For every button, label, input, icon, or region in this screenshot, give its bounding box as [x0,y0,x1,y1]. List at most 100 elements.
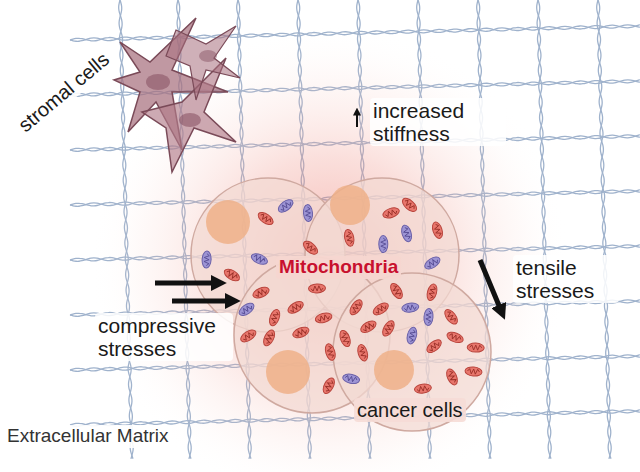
mitochondrion-body [276,197,295,214]
mitochondrion-cristae [304,242,316,254]
mitochondrion-body [308,283,325,293]
mitochondrion-cristae [381,238,386,250]
tensile-arrow [480,260,500,308]
mitochondrion [267,308,281,327]
mitochondrion-cristae [417,385,430,392]
mitochondrion-body [425,337,444,355]
mitochondrion-cristae [253,254,266,263]
mitochondrion-cristae [447,370,456,383]
mitochondrion [301,239,320,257]
mitochondrion-body [261,328,277,347]
mitochondrion-body [338,329,352,348]
mitochondrion [446,330,465,344]
mitochondrion-body [291,325,310,340]
mitochondrion-cristae [259,213,272,224]
mitochondrion-cristae [383,322,393,335]
mitochondrion [314,311,333,324]
stromal-cell [142,58,236,172]
mitochondrion-cristae [404,304,417,311]
mitochondrion [342,373,360,385]
mitochondrion-body [400,224,414,243]
stromal-nucleus [199,50,217,62]
tensile-label: tensile stresses [513,255,619,303]
mitochondrion [405,326,418,345]
mitochondrion-body [222,267,241,283]
mitochondrion [308,283,325,293]
mitochondrion-body [425,283,438,302]
mitochondrion-cristae [289,302,302,312]
mitochondrion [251,285,270,300]
mitochondrion-body [400,196,419,214]
mitochondrion-body [423,308,433,326]
mitochondrion [414,383,432,394]
mitochondrion [256,210,275,227]
mitochondrion-cristae [391,285,402,298]
mitochondrion-cristae [346,231,353,244]
mitochondrion-cristae [374,304,387,315]
mitochondrion-cristae [341,332,350,345]
mitochondrion-cristae [242,331,255,342]
mitochondrion-cristae [305,207,311,219]
mitochondrion-body [382,206,401,220]
mitochondrion-cristae [351,301,362,314]
mitochondrion-cristae [449,333,462,342]
mitochondrion-body [431,221,445,240]
mitochondrion [237,301,256,318]
stiffness-arrow [356,114,358,127]
mitochondrion [356,343,369,362]
cell-nucleus [374,350,414,390]
mitochondrion-body [465,366,483,376]
mitochondrion-body [324,343,338,362]
mitochondrion [423,255,442,272]
cancer-cell-group [191,178,491,431]
mitochondrion [388,281,405,300]
mitochondrion-cristae [294,328,307,337]
mitochondrion [359,319,378,335]
mitochondrion-cristae [385,209,398,218]
mitochondrion-cristae [317,314,330,322]
mitochondrion-body [202,251,212,268]
mitochondrion-cristae [467,368,479,374]
mitochondrion-body [359,319,378,335]
mitochondrion [261,328,277,347]
mitochondrion [379,236,388,253]
mitochondrion-cristae [445,311,456,324]
mitochondrion [303,204,313,222]
mitochondrion-body [405,326,418,345]
mitochondrion-body [356,343,369,362]
mitochondrion-body [380,319,396,338]
cell-nucleus [206,200,250,244]
mitochondrion [371,300,390,317]
mitochondrion-cristae [428,286,436,299]
mitochondrion-body [321,376,337,395]
mitochondrion-cristae [270,311,279,324]
mitochondrion-cristae [279,200,292,211]
mitochondrion [202,251,212,268]
mitochondrion-body [342,373,360,385]
mitochondrion-cristae [402,227,410,240]
mitochondrion [276,197,295,214]
mitochondrion-body [250,251,269,266]
mitochondrion-body [251,285,270,300]
mitochondrion [400,196,419,214]
mitochondrion [324,343,338,362]
mitochondrion [423,308,433,326]
stromal-cell-group [114,18,240,172]
stiffness-label: increased stiffness [370,98,506,146]
mitochondrion [401,302,419,313]
mitochondrion-body [467,343,484,353]
mitochondrion-body [303,204,313,222]
mitochondrion-body [388,281,405,300]
mitochondrion-body [301,239,320,257]
mitochondrion-cristae [264,331,274,344]
mitochondrion-body [444,367,459,386]
mitochondrion-body [314,311,333,324]
mitochondrion-body [401,302,419,313]
matrix-label: Extracellular Matrix [4,425,172,448]
mitochondrion-cristae [225,270,238,280]
mitochondrion-cristae [470,345,482,350]
mitochondrion-body [379,236,388,253]
mitochondrion-cristae [255,288,268,297]
mitochondrion-cristae [408,329,416,342]
mitochondrion-cristae [324,379,334,392]
